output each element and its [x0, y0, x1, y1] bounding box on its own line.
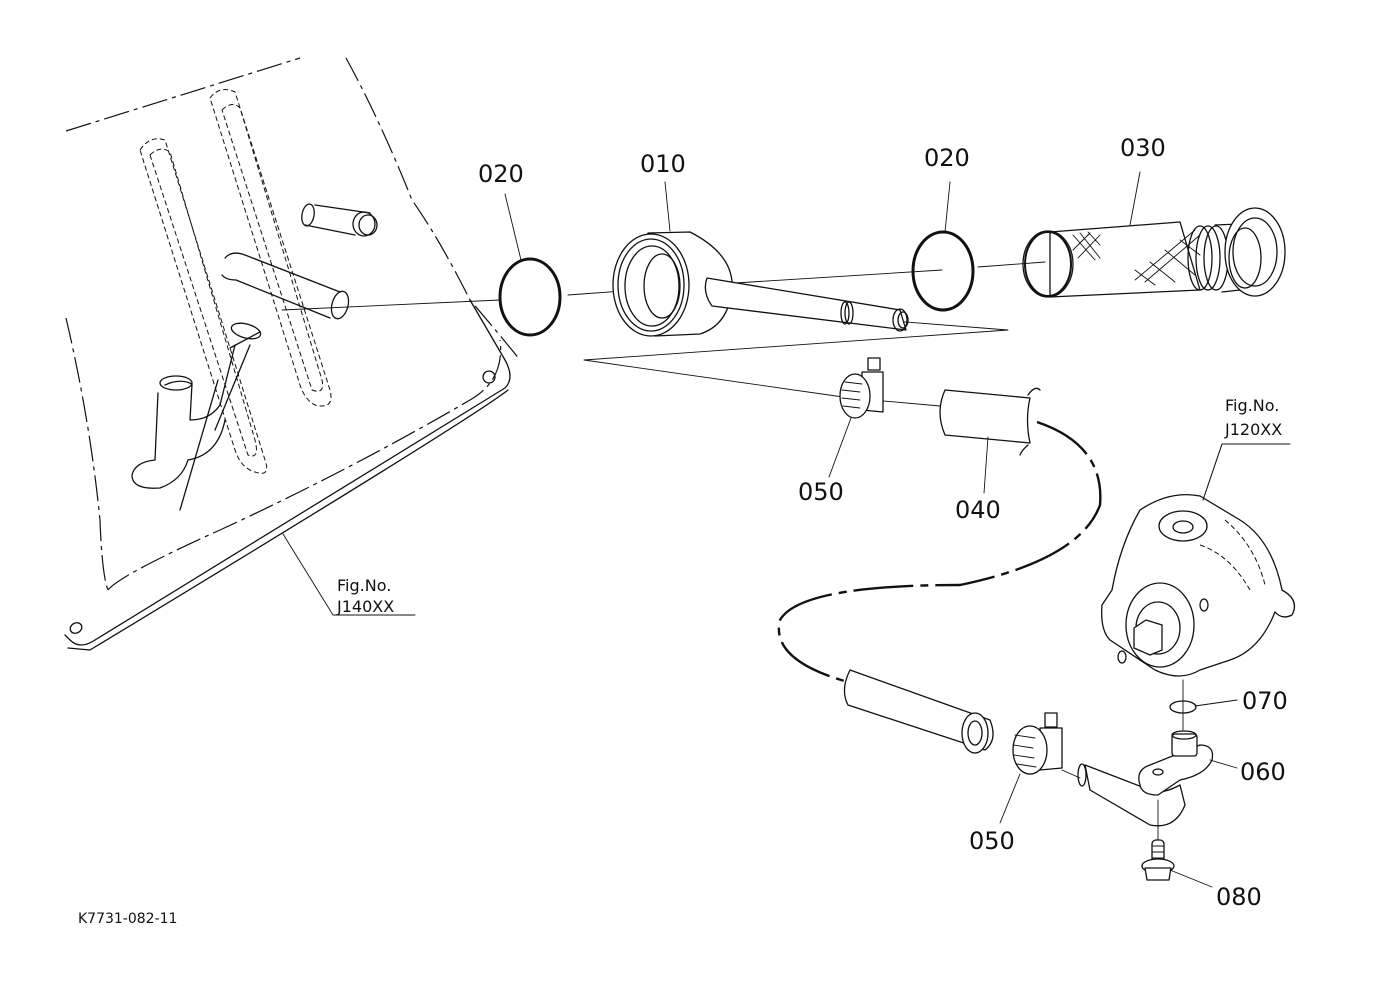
tank-bent-pipe	[131, 322, 262, 489]
tank-suction-pipe	[179, 252, 350, 511]
callout-020-left: 020	[478, 160, 524, 188]
hydraulic-pump	[1101, 443, 1296, 677]
callout-070: 070	[1242, 687, 1288, 715]
axis-line-tank	[281, 299, 501, 311]
transmission-case	[64, 57, 521, 651]
callout-050-upper: 050	[798, 478, 844, 506]
return-pipe-stub	[301, 203, 378, 237]
hose-clamp-050-upper	[839, 357, 884, 419]
oring-020-left	[498, 257, 562, 337]
callout-020-right: 020	[924, 144, 970, 172]
axis-line-filter	[734, 261, 1046, 284]
flange-bolt-080	[1141, 679, 1184, 881]
elbow-pipe-060	[1061, 730, 1214, 827]
hose-clamp-050-lower	[1012, 712, 1063, 775]
fig-ref-j140-line2: J140XX	[336, 597, 394, 616]
callout-010: 010	[640, 150, 686, 178]
fig-ref-j120-line2: J120XX	[1224, 420, 1282, 439]
drawing-code: K7731-082-11	[78, 911, 177, 927]
oring-020-right	[911, 230, 975, 312]
callout-040: 040	[955, 496, 1001, 524]
callout-050-lower: 050	[969, 827, 1015, 855]
callout-030: 030	[1120, 134, 1166, 162]
callout-leaders	[504, 171, 1238, 888]
callout-060: 060	[1240, 758, 1286, 786]
fig-ref-j140-line1: Fig.No.	[337, 576, 391, 595]
callout-080: 080	[1216, 883, 1262, 911]
filter-housing-010	[612, 231, 909, 337]
suction-hose-040	[777, 387, 1102, 754]
fig-ref-j120-line1: Fig.No.	[1225, 396, 1279, 415]
strainer-030	[1022, 207, 1286, 298]
